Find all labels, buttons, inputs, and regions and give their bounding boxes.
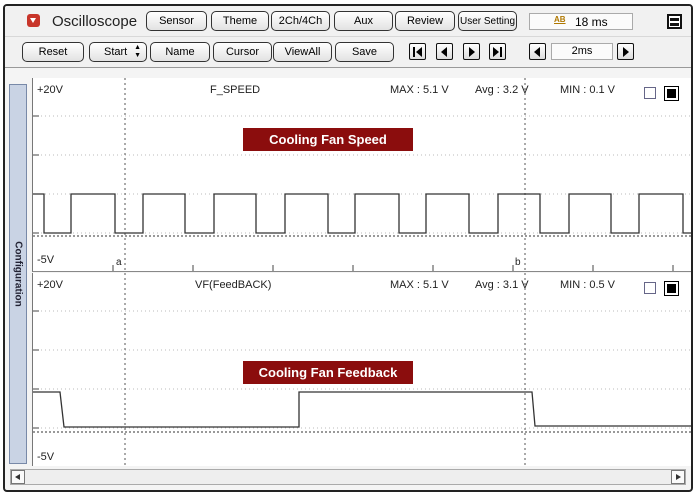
name-button[interactable]: Name <box>150 42 210 62</box>
horizontal-scrollbar[interactable] <box>10 469 686 485</box>
channel-2-min: MIN : 0.5 V <box>560 279 616 291</box>
configuration-label: Configuration <box>12 241 24 307</box>
cursor-button[interactable]: Cursor <box>213 42 272 62</box>
channel-1-left-ticks <box>33 115 39 234</box>
time-value: 18 ms <box>575 15 608 29</box>
channel-1-bottom-ticks <box>112 265 674 271</box>
control-toolbar: Reset Start ▲▼ Name Cursor ViewAll Save … <box>5 37 691 68</box>
channel-toggle-button[interactable]: 2Ch/4Ch <box>271 11 330 31</box>
channel-2-caption: Cooling Fan Feedback <box>243 361 413 384</box>
channel-1-color-swatch[interactable] <box>664 86 679 101</box>
channel-1-min: MIN : 0.1 V <box>560 84 616 96</box>
cursor-b-label: b <box>515 257 521 268</box>
configuration-tab[interactable]: Configuration <box>9 84 27 464</box>
app-menu-icon[interactable] <box>27 14 40 27</box>
channel-2-grid <box>33 310 691 429</box>
theme-button[interactable]: Theme <box>211 11 269 31</box>
timebase-value: 2ms <box>551 43 613 60</box>
up-down-arrows-icon: ▲▼ <box>134 44 141 59</box>
channel-1-bottom-label: -5V <box>37 254 55 266</box>
channel-1-top-label: +20V <box>37 84 63 96</box>
skip-end-icon[interactable] <box>489 43 506 60</box>
top-toolbar: Oscilloscope Sensor Theme 2Ch/4Ch Aux Re… <box>5 6 691 37</box>
channel-1-max: MAX : 5.1 V <box>390 84 449 96</box>
app-title: Oscilloscope <box>52 13 138 30</box>
reset-button[interactable]: Reset <box>22 42 84 62</box>
channel-1-name: F_SPEED <box>210 84 261 96</box>
scroll-right-icon[interactable] <box>671 470 685 484</box>
step-back-icon[interactable] <box>436 43 453 60</box>
start-label: Start <box>104 46 128 58</box>
fan-feedback-trace <box>33 391 691 428</box>
channel-2-avg: Avg : 3.1 V <box>475 279 529 291</box>
fan-speed-trace <box>33 193 691 234</box>
channel-2-waveform-svg <box>33 273 691 466</box>
channel-1-checkbox[interactable] <box>644 87 656 99</box>
measure-icon: AB <box>554 15 566 24</box>
layout-icon[interactable] <box>667 14 682 29</box>
cursor-a-label: a <box>116 257 122 268</box>
timebase-increase-icon[interactable] <box>617 43 634 60</box>
channel-2-max: MAX : 5.1 V <box>390 279 449 291</box>
viewall-button[interactable]: ViewAll <box>273 42 332 62</box>
sensor-button[interactable]: Sensor <box>146 11 207 31</box>
save-button[interactable]: Save <box>335 42 394 62</box>
time-readout: AB 18 ms <box>529 13 633 30</box>
channel-1-caption: Cooling Fan Speed <box>243 128 413 151</box>
channel-2-checkbox[interactable] <box>644 282 656 294</box>
review-button[interactable]: Review <box>395 11 455 31</box>
channel-1-avg: Avg : 3.2 V <box>475 84 529 96</box>
start-button[interactable]: Start ▲▼ <box>89 42 147 62</box>
scroll-left-icon[interactable] <box>11 470 25 484</box>
oscilloscope-window: Oscilloscope Sensor Theme 2Ch/4Ch Aux Re… <box>3 4 693 492</box>
channel-1-plot[interactable]: +20V -5V F_SPEED MAX : 5.1 V Avg : 3.2 V… <box>32 78 691 272</box>
channel-1-waveform-svg <box>33 78 691 271</box>
user-setting-button[interactable]: User Setting <box>458 11 517 31</box>
channel-2-top-label: +20V <box>37 279 63 291</box>
skip-start-icon[interactable] <box>409 43 426 60</box>
timebase-decrease-icon[interactable] <box>529 43 546 60</box>
aux-button[interactable]: Aux <box>334 11 393 31</box>
channel-2-name: VF(FeedBACK) <box>195 279 272 291</box>
channel-2-bottom-label: -5V <box>37 451 55 463</box>
channel-2-left-ticks <box>33 310 39 429</box>
channel-2-color-swatch[interactable] <box>664 281 679 296</box>
step-forward-icon[interactable] <box>463 43 480 60</box>
channel-2-plot[interactable]: +20V -5V VF(FeedBACK) MAX : 5.1 V Avg : … <box>32 273 691 466</box>
